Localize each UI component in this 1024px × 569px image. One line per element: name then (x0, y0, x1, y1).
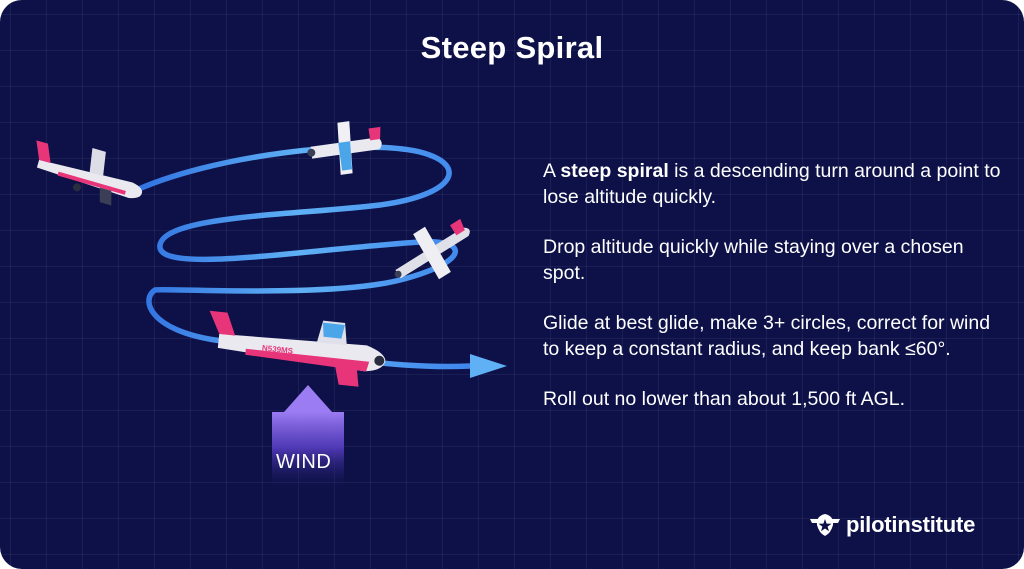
star-wings-icon (810, 514, 840, 536)
rollout-paragraph: Roll out no lower than about 1,500 ft AG… (543, 388, 906, 410)
brand-name: pilotinstitute (846, 512, 976, 537)
purpose-paragraph: Drop altitude quickly while staying over… (543, 236, 964, 284)
spiral-arrowhead (470, 354, 507, 378)
wind-label: WIND (276, 451, 332, 473)
description-panel: A steep spiral is a descending turn arou… (543, 158, 1003, 412)
definition-rest: is a descending turn around a point to l… (543, 160, 1001, 208)
aircraft-icon (394, 218, 470, 280)
wind-arrow (272, 385, 344, 492)
aircraft-icon: N539MS (209, 310, 386, 387)
definition-paragraph: A steep spiral is a descending turn arou… (543, 158, 1003, 210)
aircraft-icon (36, 140, 143, 206)
aircraft-registration: N539MS (262, 343, 295, 355)
page-title: Steep Spiral (420, 30, 604, 65)
brand-logo: pilotinstitute (810, 509, 975, 541)
definition-term: steep spiral (560, 160, 669, 182)
aircraft-icon (307, 121, 382, 175)
procedure-paragraph: Glide at best glide, make 3+ circles, co… (543, 312, 991, 360)
definition-lead: A (543, 160, 561, 182)
